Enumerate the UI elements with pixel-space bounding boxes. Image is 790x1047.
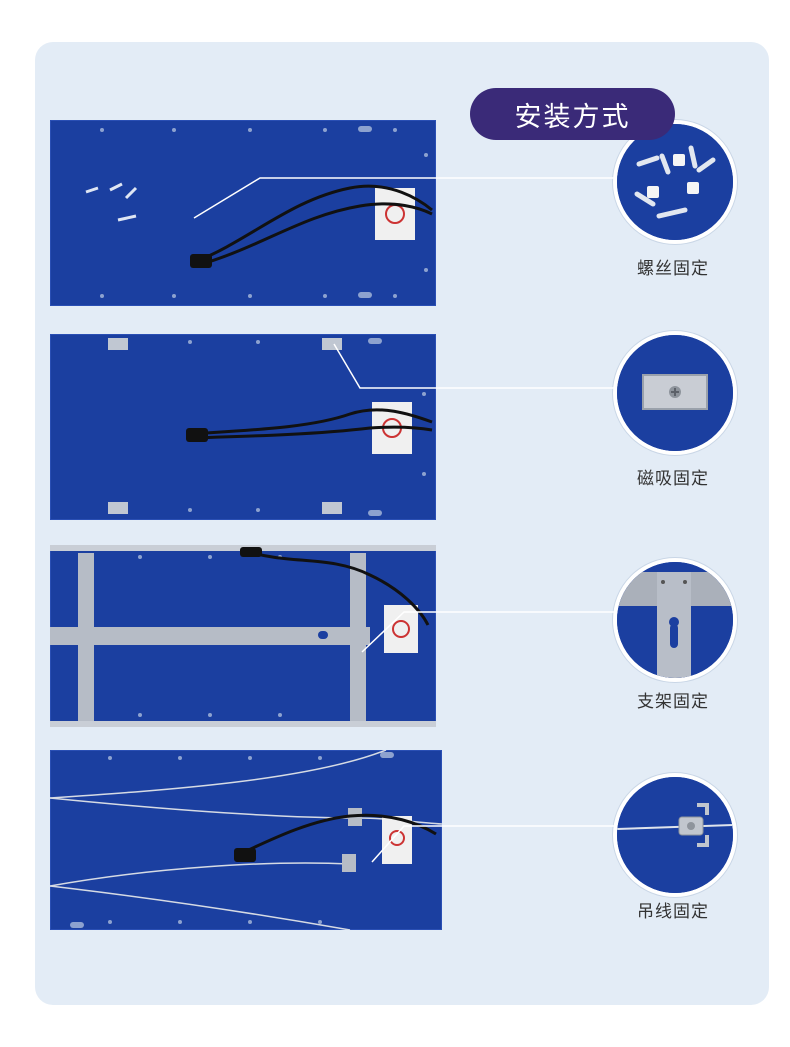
panel-back-illustration (85, 126, 433, 298)
method-label-magnetic: 磁吸固定 (637, 469, 709, 488)
section-title: 安装方式 (470, 88, 675, 140)
suspension-wire-icon (617, 777, 733, 893)
panel-back-illustration (50, 545, 436, 727)
bracket-mount-icon (617, 562, 733, 678)
method-label-bracket: 支架固定 (637, 692, 709, 711)
panel-photo-screw-mount (50, 120, 436, 306)
detail-screw-mount (613, 120, 737, 244)
panel-back-illustration (108, 338, 433, 516)
detail-suspension-mount (613, 773, 737, 897)
panel-photo-magnetic-mount (50, 334, 436, 520)
detail-magnetic-mount (613, 331, 737, 455)
panel-photo-bracket-mount (50, 545, 436, 727)
detail-bracket-mount (613, 558, 737, 682)
panel-back-illustration (50, 750, 442, 930)
panel-photo-suspension-mount (50, 750, 442, 930)
screw-mount-icon (617, 124, 733, 240)
method-label-suspension: 吊线固定 (637, 902, 709, 921)
method-label-screw: 螺丝固定 (637, 259, 709, 278)
magnet-mount-icon (617, 335, 733, 451)
